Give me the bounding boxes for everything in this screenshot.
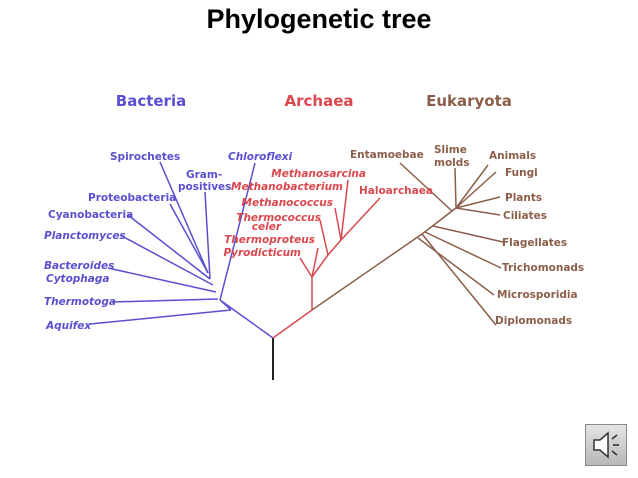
- taxon-label-bacteria: positives: [178, 181, 231, 193]
- branch-bacteria: [127, 214, 211, 280]
- taxon-label-bacteria: Cytophaga: [46, 273, 109, 285]
- taxon-label-archaea: Methanosarcina: [271, 168, 366, 180]
- taxon-label-archaea: celer: [252, 221, 282, 233]
- branch-eukaryota: [311, 233, 423, 311]
- audio-speaker-button[interactable]: [585, 424, 627, 466]
- taxon-label-archaea: Methanobacterium: [231, 181, 343, 193]
- taxon-label-archaea: Haloarchaea: [359, 185, 433, 197]
- taxon-label-eukaryota: Plants: [505, 192, 542, 204]
- taxon-label-eukaryota: Diplomonads: [495, 315, 572, 327]
- taxon-label-eukaryota: Entamoebae: [350, 149, 424, 161]
- taxon-label-bacteria: Planctomyces: [44, 230, 126, 242]
- taxon-label-bacteria: Bacteroides: [44, 260, 114, 272]
- branch-eukaryota: [421, 233, 497, 326]
- branch-bacteria: [219, 299, 232, 311]
- taxon-label-eukaryota: Flagellates: [502, 237, 567, 249]
- branch-bacteria: [219, 162, 256, 301]
- taxon-label-eukaryota: Fungi: [505, 167, 538, 179]
- branch-eukaryota: [399, 162, 453, 212]
- taxon-label-eukaryota: Animals: [489, 150, 536, 162]
- branch-archaea: [327, 239, 342, 256]
- taxon-label-eukaryota: molds: [434, 157, 470, 169]
- branch-bacteria: [219, 299, 274, 339]
- branch-bacteria: [169, 203, 209, 274]
- branch-bacteria: [204, 191, 211, 280]
- branch-archaea: [340, 197, 381, 241]
- branch-bacteria: [107, 267, 217, 293]
- branch-bacteria: [119, 234, 214, 286]
- taxon-label-eukaryota: Slime: [434, 144, 467, 156]
- branch-bacteria: [89, 309, 232, 325]
- branch-eukaryota: [454, 167, 457, 209]
- branch-archaea: [340, 179, 349, 241]
- taxon-label-bacteria: Spirochetes: [110, 151, 180, 163]
- domain-label-bacteria: Bacteria: [116, 92, 186, 110]
- taxon-label-bacteria: Aquifex: [45, 320, 92, 332]
- branch-eukaryota: [455, 207, 501, 216]
- branch-eukaryota: [424, 231, 502, 269]
- branch-eukaryota: [455, 171, 497, 209]
- branch-eukaryota: [455, 164, 489, 209]
- branch-bacteria: [111, 298, 219, 303]
- domain-labels: Bacteria Archaea Eukaryota: [116, 92, 512, 110]
- branch-archaea: [334, 207, 342, 241]
- taxon-label-archaea: Methanococcus: [242, 197, 333, 209]
- branch-archaea: [272, 309, 313, 339]
- taxon-label-eukaryota: Ciliates: [503, 210, 547, 222]
- branch-eukaryota: [455, 196, 501, 209]
- branch-bacteria: [159, 161, 209, 274]
- speaker-icon: [593, 431, 619, 459]
- taxon-label-archaea: Pyrodicticum: [223, 247, 301, 259]
- branch-archaea: [311, 254, 329, 278]
- taxon-label-bacteria: Chloroflexi: [228, 151, 293, 163]
- taxon-label-eukaryota: Microsporidia: [497, 289, 578, 301]
- taxon-label-bacteria: Thermotoga: [44, 296, 116, 308]
- domain-label-eukaryota: Eukaryota: [426, 92, 512, 110]
- branch-eukaryota: [432, 225, 504, 243]
- branch-archaea: [319, 219, 329, 256]
- taxon-label-eukaryota: Trichomonads: [502, 262, 584, 274]
- taxon-label-bacteria: Gram-: [186, 169, 222, 181]
- taxon-label-bacteria: Proteobacteria: [88, 192, 176, 204]
- slide-title: Phylogenetic tree: [206, 4, 432, 34]
- branch-eukaryota: [421, 207, 457, 235]
- taxon-label-archaea: Thermococcus: [236, 212, 321, 224]
- branch-archaea: [299, 257, 313, 278]
- branch-archaea: [311, 247, 319, 278]
- taxon-label-archaea: Thermoproteus: [224, 234, 315, 246]
- tree-branches: [89, 161, 504, 380]
- branch-eukaryota: [417, 237, 495, 296]
- domain-label-archaea: Archaea: [285, 92, 354, 110]
- taxon-label-bacteria: Cyanobacteria: [48, 209, 133, 221]
